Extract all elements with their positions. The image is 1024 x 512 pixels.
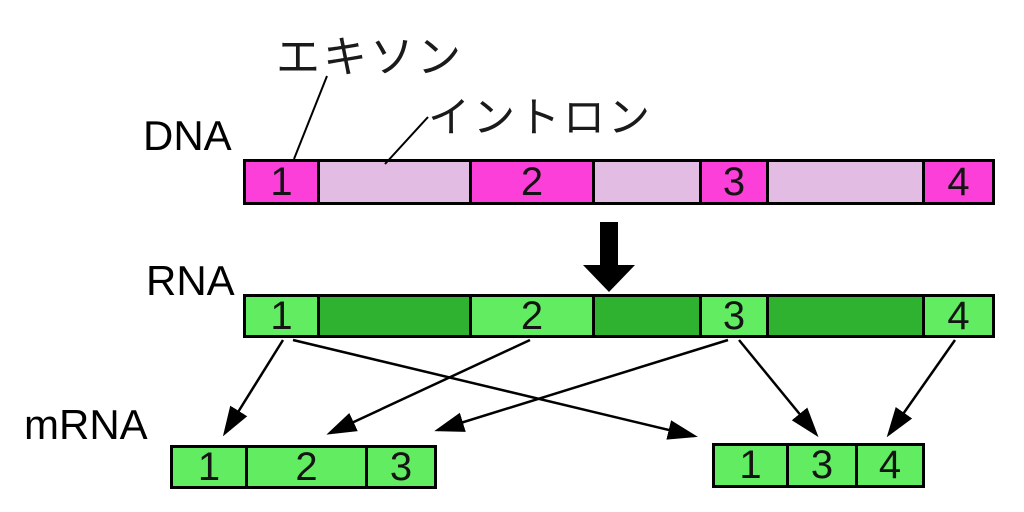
rna-exon-4: 4 xyxy=(925,294,992,338)
rna-exon-4-number: 4 xyxy=(947,293,970,338)
arrow-rna1-to-mrna-left-1 xyxy=(222,339,285,437)
rna-intron-3 xyxy=(769,297,925,335)
rna-exon-1-number: 1 xyxy=(270,293,293,338)
mrna-right-exon-3-number: 3 xyxy=(810,443,834,487)
dna-exon-2-number: 2 xyxy=(520,159,544,204)
mrna-right-exon-4-number: 4 xyxy=(878,443,902,487)
dna-row-label: DNA xyxy=(143,112,232,159)
dna-intron-1 xyxy=(320,162,472,202)
dna-exon-3: 3 xyxy=(702,159,769,204)
arrow-rna1-to-mrna-right-1 xyxy=(292,338,698,440)
rna-exon-3-number: 3 xyxy=(722,293,746,338)
intron-label: イントロン xyxy=(428,94,654,141)
exon-label: エキソン xyxy=(276,33,464,82)
dna-bar: 1 2 3 4 xyxy=(243,159,995,205)
mrna-left-exon-3: 3 xyxy=(368,445,434,489)
dna-exon-1: 1 xyxy=(246,159,320,204)
mrna-right-exon-1-number: 1 xyxy=(739,443,762,487)
dna-exon-4-number: 4 xyxy=(947,159,970,204)
rna-exon-2-number: 2 xyxy=(520,293,544,338)
transcription-arrow xyxy=(583,222,635,292)
mrna-right-bar: 1 3 4 xyxy=(712,443,925,488)
rna-bar: 1 2 3 4 xyxy=(243,294,995,338)
mrna-row-label: mRNA xyxy=(24,401,148,448)
dna-intron-3 xyxy=(769,162,925,202)
intron-leader-line xyxy=(384,116,429,165)
mrna-left-exon-1: 1 xyxy=(173,445,248,489)
dna-exon-3-number: 3 xyxy=(722,159,746,204)
arrow-rna3-to-mrna-right-3 xyxy=(738,339,819,438)
dna-exon-2: 2 xyxy=(472,159,595,204)
rna-row-label: RNA xyxy=(146,257,235,304)
mrna-left-bar: 1 2 3 xyxy=(170,445,437,489)
mrna-right-exon-4: 4 xyxy=(858,443,922,487)
dna-intron-2 xyxy=(595,162,702,202)
arrow-rna4-to-mrna-right-4 xyxy=(886,339,957,438)
mrna-left-exon-1-number: 1 xyxy=(197,444,221,489)
rna-intron-2 xyxy=(595,297,702,335)
dna-exon-4: 4 xyxy=(925,159,992,204)
mrna-left-exon-2-number: 2 xyxy=(295,444,318,489)
mrna-right-exon-1: 1 xyxy=(715,443,789,487)
arrow-rna2-to-mrna-left-2 xyxy=(326,338,531,435)
arrow-rna3-to-mrna-left-3 xyxy=(434,338,729,432)
rna-intron-1 xyxy=(320,297,472,335)
exon-leader-line xyxy=(293,75,328,160)
mrna-left-exon-3-number: 3 xyxy=(389,444,413,489)
dna-exon-1-number: 1 xyxy=(270,159,293,204)
mrna-left-exon-2: 2 xyxy=(248,445,368,489)
mrna-right-exon-3: 3 xyxy=(789,443,858,487)
rna-exon-2: 2 xyxy=(472,294,595,338)
rna-exon-3: 3 xyxy=(702,294,769,338)
rna-exon-1: 1 xyxy=(246,294,320,338)
